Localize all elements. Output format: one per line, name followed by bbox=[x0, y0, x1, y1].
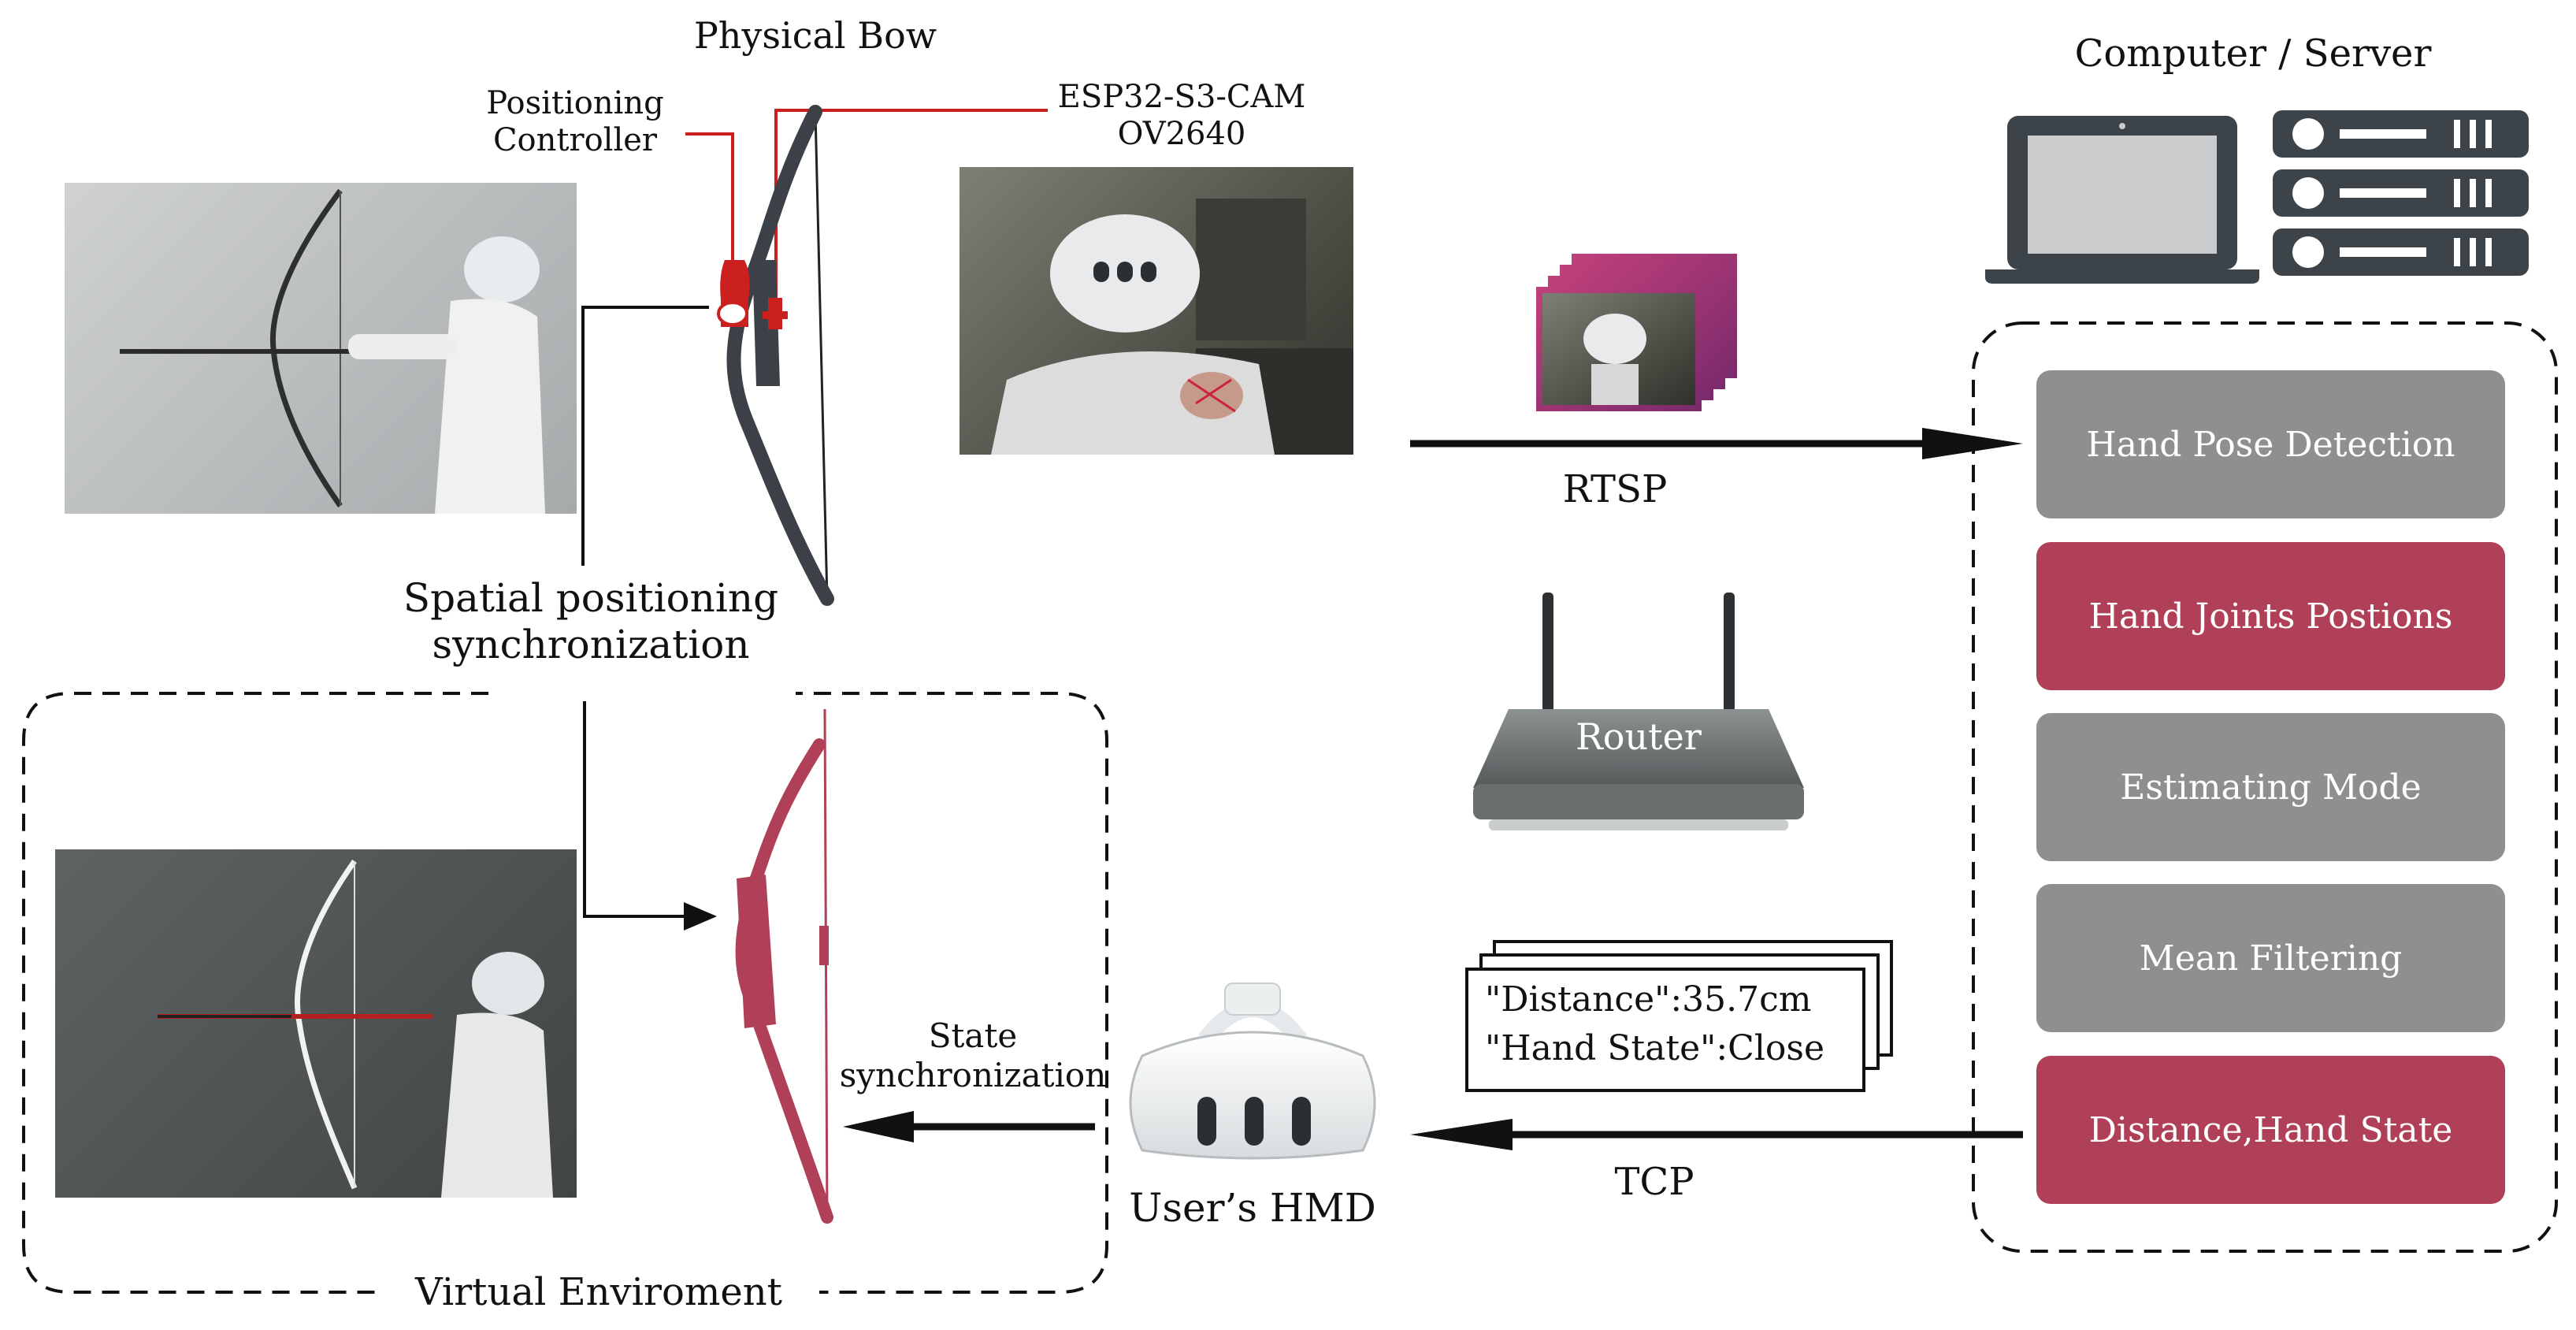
rtsp-arrowhead bbox=[1922, 428, 2023, 459]
laptop-icon bbox=[1985, 116, 2259, 284]
physical-bow-title: Physical Bow bbox=[693, 14, 937, 57]
message-card-text: "Distance":35.7cm "Hand State":Close bbox=[1485, 975, 1824, 1072]
state-sync-line2: synchronization bbox=[839, 1055, 1107, 1094]
spatial-sync-connector-top bbox=[581, 306, 709, 566]
camera-module-line2: OV2640 bbox=[1117, 116, 1246, 153]
pipeline-hand-joints-positions: Hand Joints Postions bbox=[2036, 542, 2505, 690]
photo-camera-view bbox=[960, 167, 1353, 455]
spatial-sync-line2: synchronization bbox=[432, 622, 750, 667]
video-stream-frames-icon bbox=[1536, 254, 1737, 411]
virtual-environment-title: Virtual Enviroment bbox=[378, 1270, 819, 1315]
message-hand-state-line: "Hand State":Close bbox=[1485, 1027, 1825, 1068]
server-pipeline-frame bbox=[1972, 321, 2558, 1253]
state-sync-arrowhead bbox=[843, 1111, 914, 1142]
server-rack-icon bbox=[2273, 110, 2529, 276]
computer-server-title: Computer / Server bbox=[2074, 32, 2432, 76]
message-card-front bbox=[1465, 968, 1865, 1092]
camera-module-callout bbox=[774, 109, 1048, 299]
tcp-arrowhead bbox=[1410, 1119, 1513, 1150]
camera-module-icon bbox=[763, 298, 788, 329]
users-hmd-label: User’s HMD bbox=[1129, 1185, 1376, 1231]
spatial-sync-label: Spatial positioning synchronization bbox=[347, 575, 835, 668]
router-label: Router bbox=[1576, 715, 1702, 758]
state-sync-line1: State bbox=[928, 1016, 1018, 1055]
positioning-controller-callout bbox=[685, 132, 734, 260]
positioning-controller-icon bbox=[717, 260, 750, 327]
tcp-label: TCP bbox=[1614, 1160, 1694, 1204]
positioning-controller-line1: Positioning bbox=[486, 85, 664, 121]
pipeline-hand-pose-detection: Hand Pose Detection bbox=[2036, 370, 2505, 518]
virtual-bow-icon bbox=[735, 708, 833, 1224]
spatial-sync-line1: Spatial positioning bbox=[403, 575, 779, 621]
hmd-headset-icon bbox=[1129, 983, 1376, 1160]
rtsp-label: RTSP bbox=[1562, 467, 1668, 511]
spatial-sync-connector-bottom bbox=[583, 701, 685, 918]
pipeline-estimating-mode: Estimating Mode bbox=[2036, 713, 2505, 861]
pipeline-mean-filtering: Mean Filtering bbox=[2036, 884, 2505, 1032]
camera-module-label: ESP32-S3-CAM OV2640 bbox=[1040, 79, 1323, 153]
router-icon bbox=[1473, 593, 1804, 830]
positioning-controller-label: Positioning Controller bbox=[457, 85, 693, 159]
spatial-sync-arrowhead bbox=[684, 902, 717, 931]
state-sync-label: State synchronization bbox=[823, 1016, 1123, 1094]
positioning-controller-line2: Controller bbox=[492, 122, 658, 159]
photo-virtual-archery bbox=[55, 849, 577, 1198]
photo-physical-archery bbox=[65, 183, 577, 514]
camera-module-line1: ESP32-S3-CAM bbox=[1057, 79, 1306, 115]
pipeline-distance-hand-state: Distance,Hand State bbox=[2036, 1056, 2505, 1204]
physical-bow-icon bbox=[726, 105, 834, 606]
message-distance-line: "Distance":35.7cm bbox=[1485, 979, 1812, 1020]
